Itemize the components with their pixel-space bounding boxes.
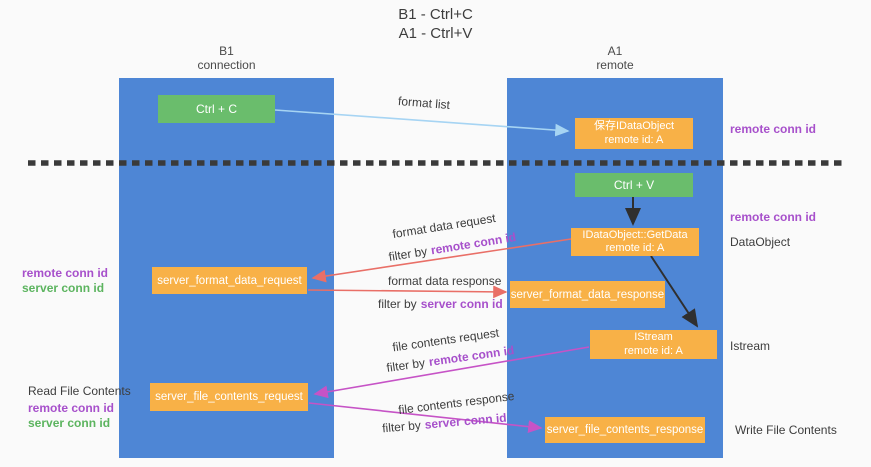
format-data-response-arrow bbox=[307, 285, 508, 299]
server-format-data-response-box: server_format_data_response bbox=[510, 281, 665, 308]
write-file-contents-annotation: Write File Contents bbox=[735, 423, 837, 437]
istream-box: IStream remote id: A bbox=[590, 330, 717, 359]
format-request-label: server_format_data_request bbox=[157, 274, 302, 287]
ctrl-c-label: Ctrl + C bbox=[195, 102, 237, 116]
server-file-contents-response-box: server_file_contents_response bbox=[545, 417, 705, 443]
left-conn-id-group-1: remote conn id server conn id bbox=[22, 266, 109, 295]
lifeline-header-b1: B1 connection bbox=[119, 44, 334, 72]
remote-conn-id-annotation-top: remote conn id bbox=[730, 122, 817, 136]
ctrl-c-action-box: Ctrl + C bbox=[158, 95, 275, 123]
getdata-to-istream-arrow bbox=[650, 255, 699, 328]
remote-conn-id-annotation-mid: remote conn id bbox=[730, 210, 817, 224]
format-data-response-label: format data response bbox=[388, 274, 502, 288]
save-dataobject-line1: 保存IDataObject bbox=[593, 120, 675, 132]
dataobject-annotation: DataObject bbox=[730, 235, 791, 249]
lifeline-b1-subtitle: connection bbox=[197, 58, 256, 72]
read-file-contents-annotation: Read File Contents bbox=[28, 384, 131, 398]
left1-remote-conn-id: remote conn id bbox=[22, 266, 109, 280]
ctrl-v-action-box: Ctrl + V bbox=[575, 173, 693, 197]
left-conn-id-group-2: remote conn id server conn id bbox=[28, 401, 115, 430]
ctrl-v-label: Ctrl + V bbox=[613, 178, 655, 192]
format-data-request-arrow bbox=[311, 238, 572, 283]
file-contents-request-arrow bbox=[313, 346, 590, 399]
file-contents-response-arrow bbox=[308, 402, 543, 433]
file-response-label: server_file_contents_response bbox=[546, 424, 704, 436]
lifeline-a1-name: A1 bbox=[607, 44, 623, 58]
getdata-line2: remote id: A bbox=[605, 242, 665, 254]
lifeline-header-a1: A1 remote bbox=[507, 44, 723, 72]
left2-remote-conn-id: remote conn id bbox=[28, 401, 115, 415]
format-response-label: server_format_data_response bbox=[510, 288, 665, 301]
getdata-line1: IDataObject::GetData bbox=[582, 228, 688, 241]
lifeline-b1-name: B1 bbox=[219, 44, 234, 58]
title-line-1: B1 - Ctrl+C bbox=[398, 6, 473, 23]
server-file-contents-request-box: server_file_contents_request bbox=[150, 383, 308, 411]
istream-line1: IStream bbox=[634, 331, 673, 343]
server-format-data-request-box: server_format_data_request bbox=[152, 267, 307, 294]
save-dataobject-line2: remote id: A bbox=[604, 133, 664, 146]
save-dataobject-box: 保存IDataObject remote id: A bbox=[575, 118, 693, 149]
file-request-label: server_file_contents_request bbox=[155, 391, 303, 403]
format-list-arrow bbox=[274, 109, 570, 137]
istream-annotation: Istream bbox=[730, 339, 771, 353]
title-line-2: A1 - Ctrl+V bbox=[398, 25, 473, 42]
idataobject-getdata-box: IDataObject::GetData remote id: A bbox=[571, 228, 699, 256]
filter-server-conn-id-1: server conn id bbox=[420, 297, 503, 311]
left2-server-conn-id: server conn id bbox=[28, 415, 111, 430]
left1-server-conn-id: server conn id bbox=[22, 280, 105, 295]
filter-by-text-2: filter by bbox=[378, 297, 417, 311]
lifeline-a1-subtitle: remote bbox=[596, 58, 634, 72]
istream-line2: remote id: A bbox=[624, 344, 683, 357]
diagram-title: B1 - Ctrl+C A1 - Ctrl+V bbox=[0, 5, 871, 43]
